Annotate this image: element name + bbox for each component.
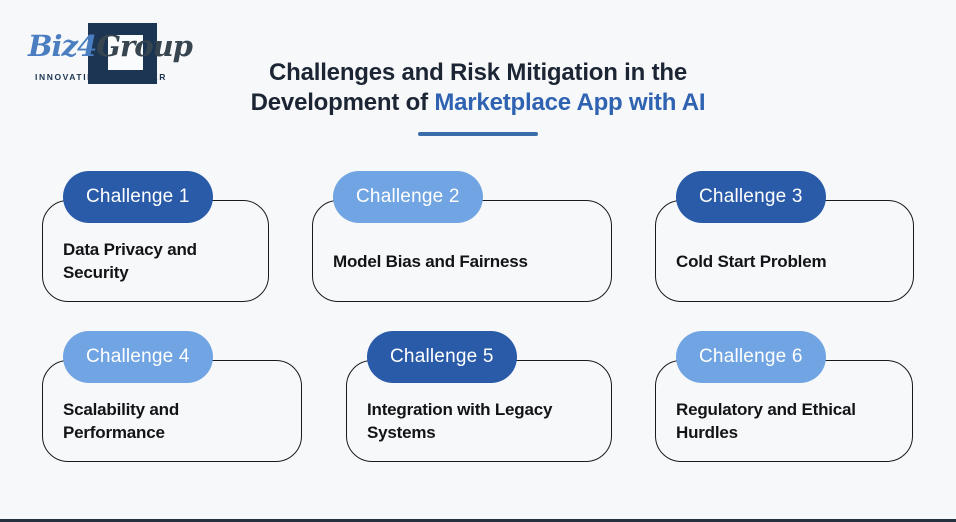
challenge-card-1-content: Data Privacy and Security [63, 227, 256, 295]
page-title-line1: Challenges and Risk Mitigation in the [269, 59, 687, 86]
challenge-card-6: Challenge 6 Regulatory and Ethical Hurdl… [655, 331, 913, 462]
logo-wordmark-biz4: Biz4 [28, 29, 97, 63]
challenge-text-1: Data Privacy and Security [63, 240, 197, 282]
logo-wordmark: Biz4Group [28, 29, 193, 63]
challenge-badge-4: Challenge 4 [63, 331, 213, 383]
logo-square-notch [108, 35, 143, 70]
challenge-text-3: Cold Start Problem [676, 251, 827, 271]
logo-wordmark-group: Group [96, 29, 193, 63]
challenge-badge-2: Challenge 2 [333, 171, 483, 223]
bottom-border-bar [0, 519, 956, 522]
title-underline-divider [418, 132, 538, 136]
challenge-card-4: Challenge 4 Scalability and Performance [42, 331, 302, 462]
challenge-card-3-content: Cold Start Problem [676, 227, 901, 295]
challenge-badge-1: Challenge 1 [63, 171, 213, 223]
page-title: Challenges and Risk Mitigation in the De… [0, 58, 956, 118]
challenge-card-5-content: Integration with Legacy Systems [367, 387, 599, 455]
challenge-card-1: Challenge 1 Data Privacy and Security [42, 171, 269, 302]
page-title-line2-prefix: Development of [250, 89, 435, 116]
challenge-badge-5: Challenge 5 [367, 331, 517, 383]
challenge-text-2: Model Bias and Fairness [333, 251, 528, 271]
challenge-text-5: Integration with Legacy Systems [367, 400, 553, 442]
challenge-text-4: Scalability and Performance [63, 400, 180, 442]
challenge-card-3: Challenge 3 Cold Start Problem [655, 171, 914, 302]
challenge-card-6-content: Regulatory and Ethical Hurdles [676, 387, 900, 455]
challenge-card-2: Challenge 2 Model Bias and Fairness [312, 171, 612, 302]
challenge-card-4-content: Scalability and Performance [63, 387, 289, 455]
challenge-badge-3: Challenge 3 [676, 171, 826, 223]
challenge-badge-6: Challenge 6 [676, 331, 826, 383]
challenge-text-6: Regulatory and Ethical Hurdles [676, 400, 856, 442]
page-title-highlight: Marketplace App with AI [434, 89, 706, 116]
logo-square-icon [88, 23, 157, 84]
challenge-card-5: Challenge 5 Integration with Legacy Syst… [346, 331, 612, 462]
logo-tagline: INNOVATING TOGETHER [35, 72, 167, 82]
biz4group-logo: Biz4Group INNOVATING TOGETHER [22, 16, 193, 94]
challenge-card-2-content: Model Bias and Fairness [333, 227, 599, 295]
